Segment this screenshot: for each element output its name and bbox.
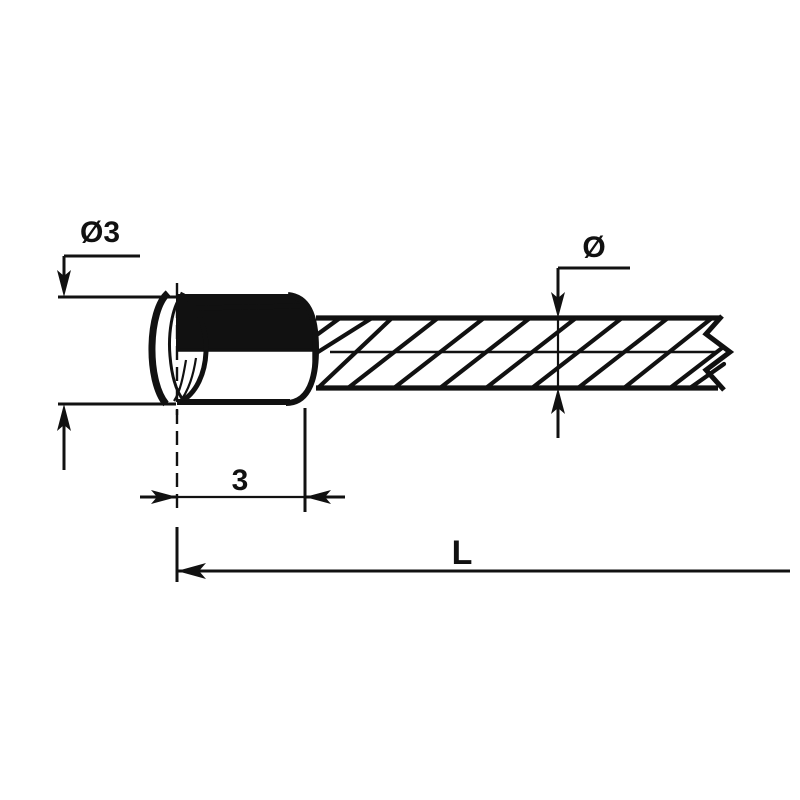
od-arrow-down [551,292,565,318]
len3-arrow-right [151,490,177,504]
ferrule-body [148,283,320,415]
ferrule-highlight-stripe [195,303,301,311]
od-arrow-up [551,388,565,414]
ferrule-left-cap-arc [148,290,171,407]
dimension-label-overall-length: L [452,534,473,572]
dimension-label-rope-diameter: Ø [582,231,605,264]
ferrule-bore-accent-2 [177,357,198,405]
wire-rope [315,314,735,392]
dimension-ferrule-diameter: Ø3 [57,216,176,470]
dimension-overall-length: L [175,527,790,582]
dimension-rope-diameter: Ø [551,231,630,438]
o3-arrow-up [57,404,71,431]
ferrule-bore-ellipse-right [178,291,209,405]
ferrule-lower-light-band [177,348,316,405]
ferrule-upper-dark-band [176,294,315,351]
rope-break-line [702,314,735,392]
dimension-label-ferrule-diameter: Ø3 [80,216,120,249]
dimension-label-ferrule-length: 3 [232,464,249,497]
len3-arrow-left [305,490,331,504]
dimension-ferrule-length: 3 [140,408,345,512]
lenL-arrow-left [177,563,206,579]
o3-arrow-down [57,270,71,297]
ferrule-right-dome-outline [285,292,320,406]
ferrule-bore-accent-1 [173,359,188,402]
